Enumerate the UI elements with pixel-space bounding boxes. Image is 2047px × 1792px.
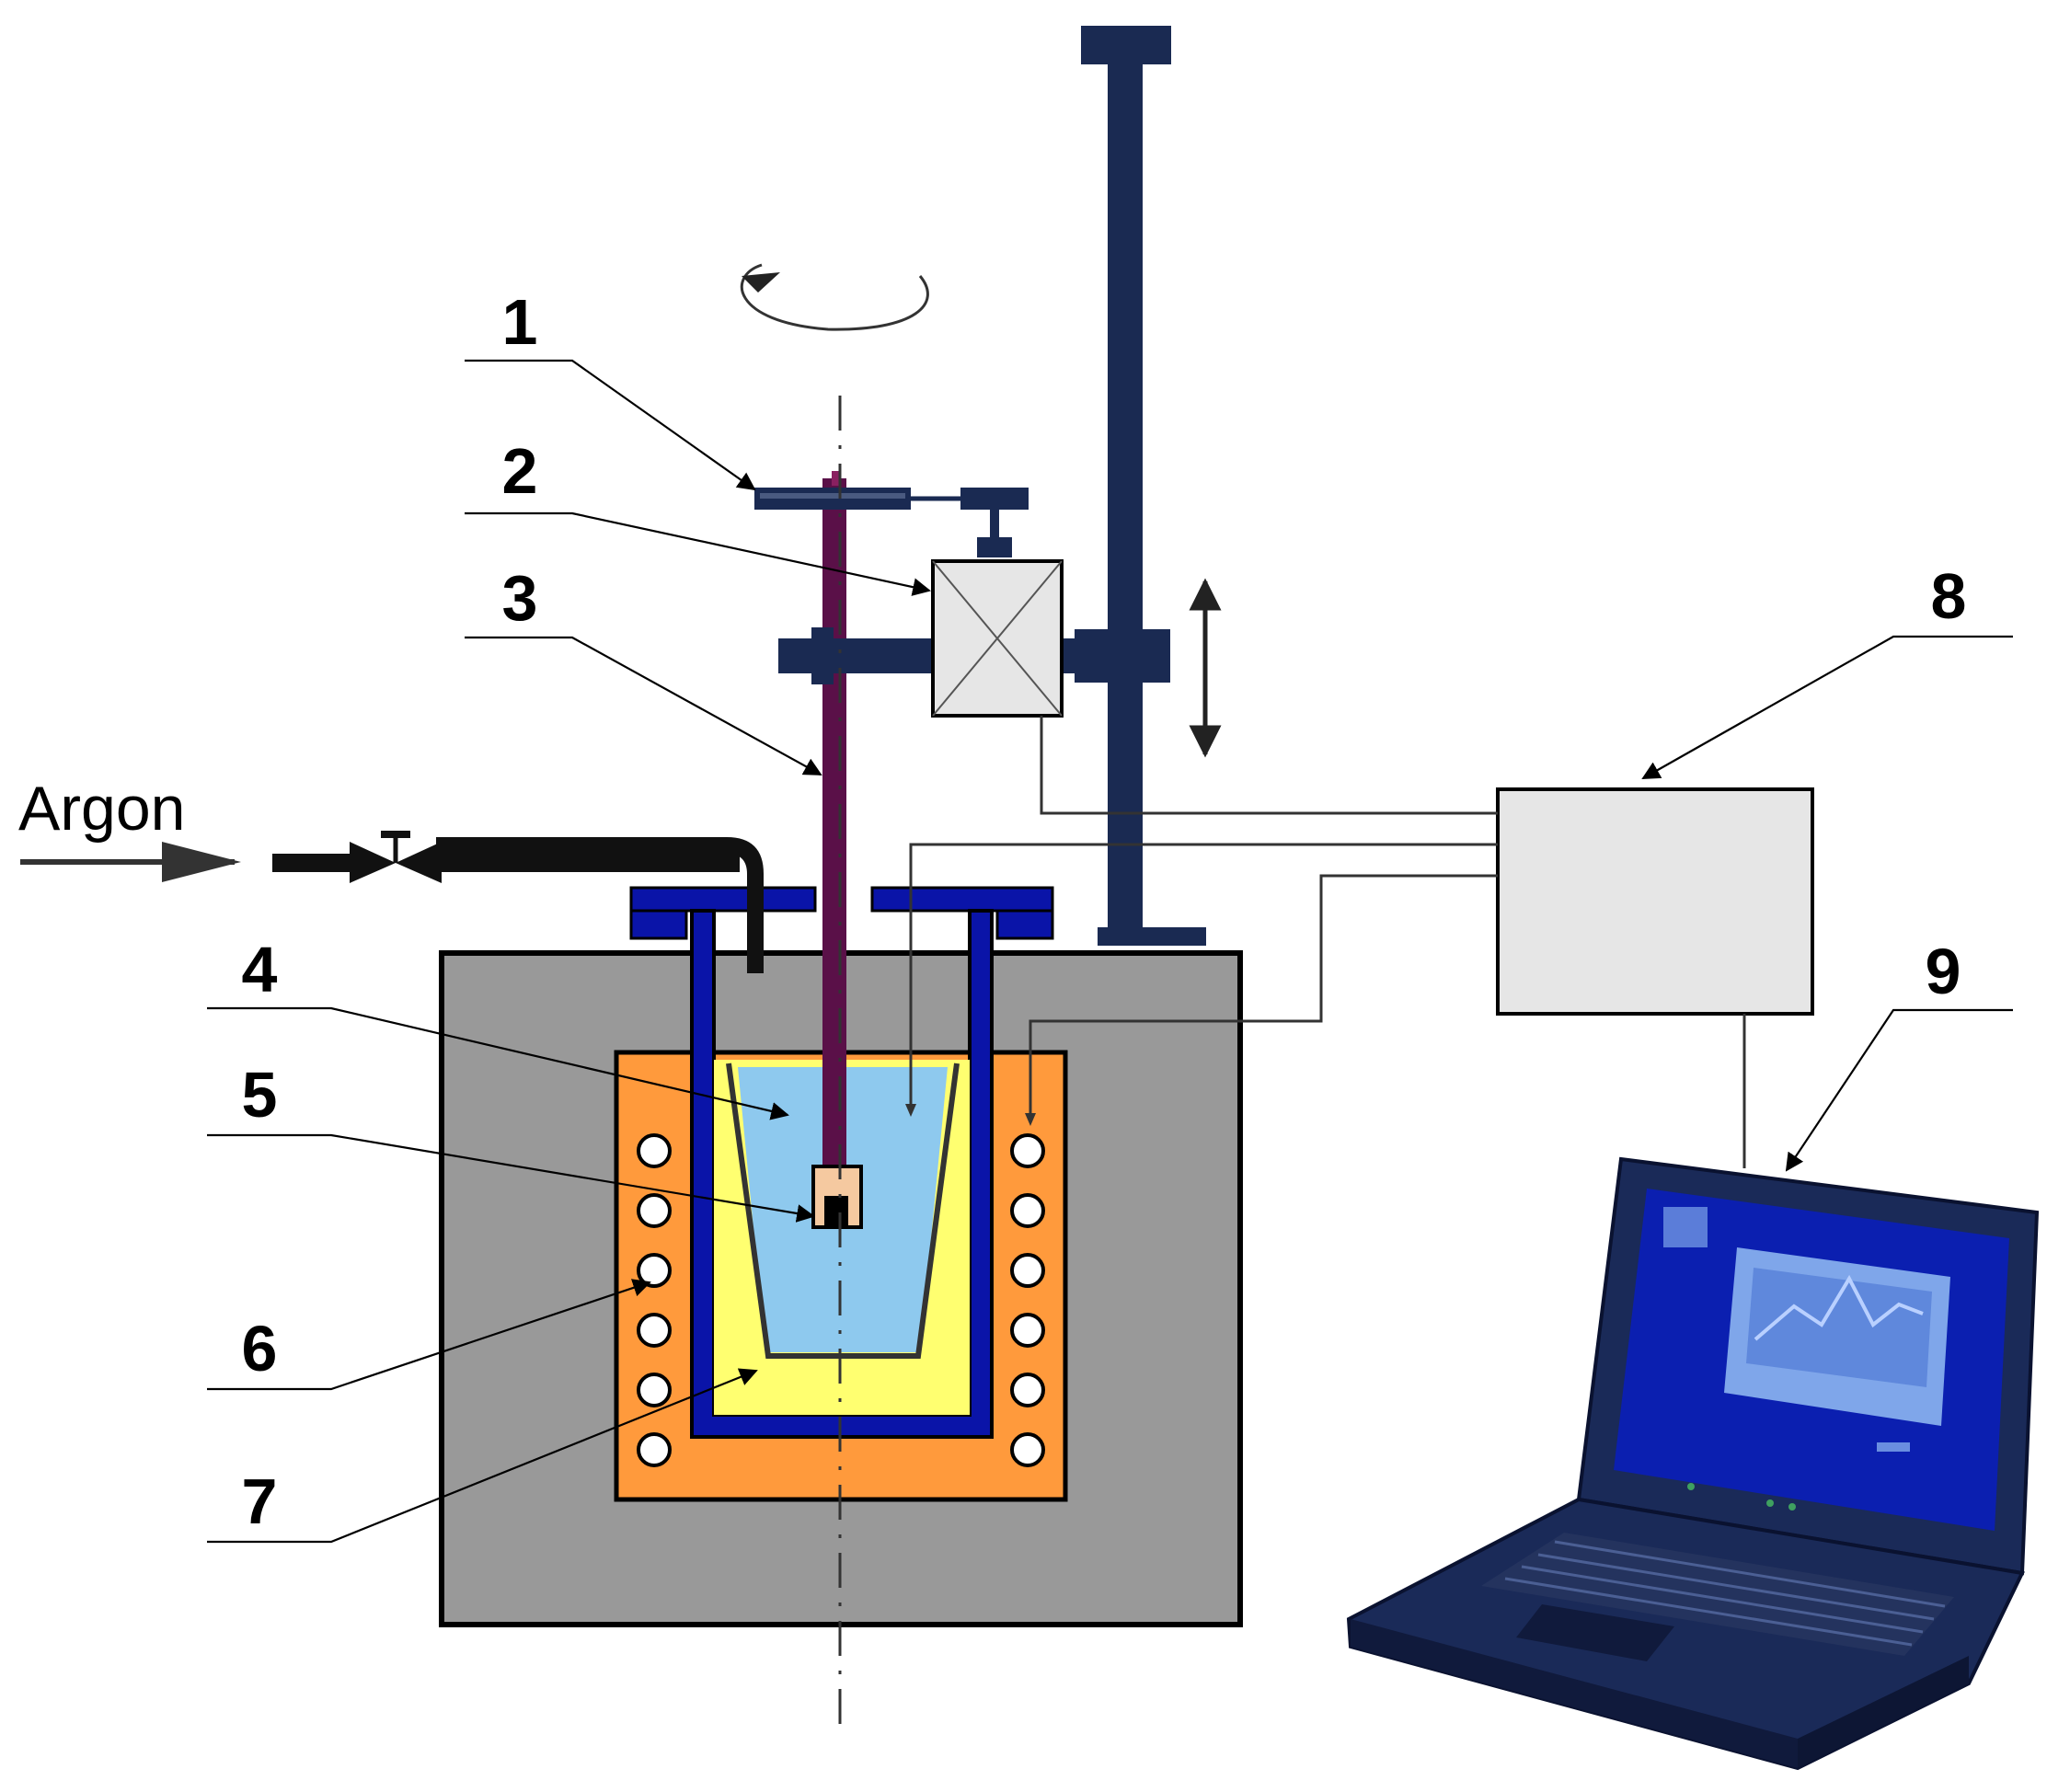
- callout-4: 4: [242, 934, 278, 1005]
- laptop-touchpad: [1516, 1604, 1674, 1661]
- rotating-rod: [822, 471, 846, 1168]
- controller-box: [1496, 787, 1814, 1016]
- screen-graph-icon: [1754, 1274, 1924, 1341]
- sample-holder: [811, 1165, 863, 1229]
- callout-5: 5: [242, 1059, 278, 1131]
- support-column: [1081, 26, 1206, 946]
- callout-3: 3: [502, 562, 538, 634]
- rotation-arrow-icon: [740, 263, 929, 331]
- callout-7: 7: [242, 1465, 278, 1537]
- callout-1: 1: [502, 286, 538, 358]
- argon-label: Argon: [18, 774, 185, 844]
- laptop: [1346, 1156, 2040, 1771]
- signal-wires: [909, 716, 1746, 1168]
- callout-9: 9: [1926, 936, 1961, 1007]
- callout-2: 2: [502, 435, 538, 507]
- heater-coils-right: [1010, 1133, 1045, 1467]
- outer-crucible: [629, 886, 1054, 1439]
- leader-lines: [207, 359, 2013, 1544]
- drive-mechanism: [754, 488, 1170, 718]
- heater-coils-left: [637, 1133, 672, 1467]
- argon-inlet: [20, 831, 764, 973]
- callout-6: 6: [242, 1313, 278, 1384]
- callout-8: 8: [1931, 560, 1967, 632]
